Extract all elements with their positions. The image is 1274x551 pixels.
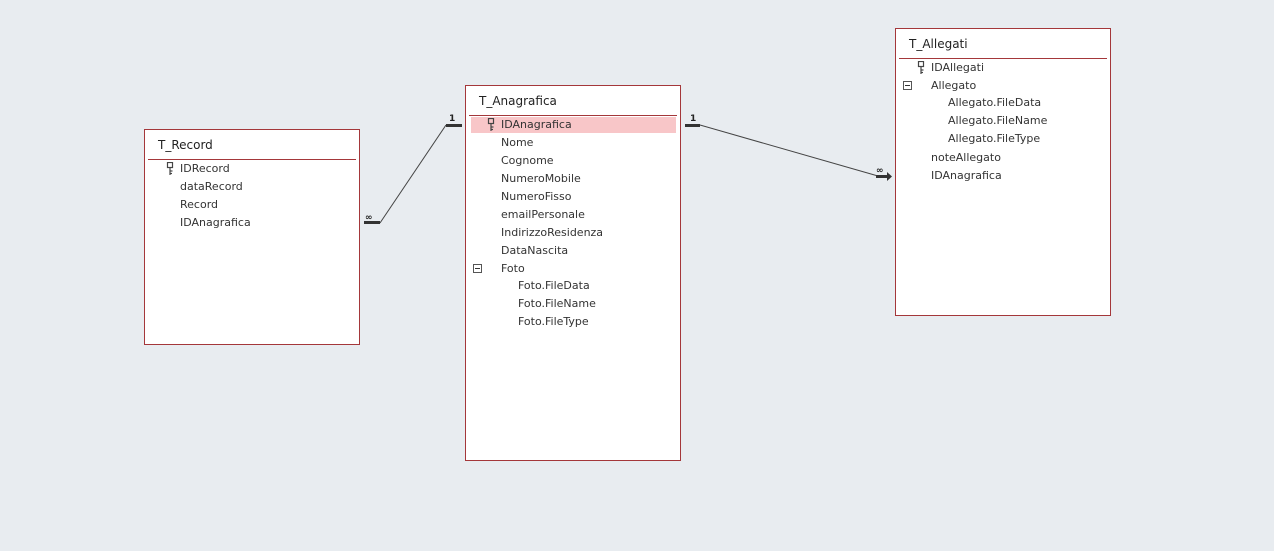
table-t-record[interactable]: T_Record IDRecord dataRecord Record IDAn… xyxy=(144,129,360,345)
field-foto-filedata[interactable]: Foto.FileData xyxy=(518,279,590,292)
collapse-icon[interactable] xyxy=(473,264,482,273)
table-title-divider xyxy=(469,115,677,116)
field-idanagrafica[interactable]: IDAnagrafica xyxy=(180,216,251,229)
field-foto-filename[interactable]: Foto.FileName xyxy=(518,297,596,310)
cardinality-many-record: ∞ xyxy=(365,213,373,223)
relationship-end-one xyxy=(446,124,462,127)
collapse-icon[interactable] xyxy=(903,81,912,90)
cardinality-one-anagrafica-right: 1 xyxy=(690,114,696,124)
table-title[interactable]: T_Record xyxy=(158,138,213,152)
field-idanagrafica[interactable]: IDAnagrafica xyxy=(501,118,572,131)
table-t-anagrafica[interactable]: T_Anagrafica IDAnagrafica Nome Cognome N… xyxy=(465,85,681,461)
field-foto[interactable]: Foto xyxy=(501,262,525,275)
primary-key-icon xyxy=(166,162,174,175)
table-title[interactable]: T_Allegati xyxy=(909,37,968,51)
field-idanagrafica[interactable]: IDAnagrafica xyxy=(931,169,1002,182)
relationship-line-anagrafica-allegati[interactable] xyxy=(699,124,879,177)
field-indirizzoresidenza[interactable]: IndirizzoResidenza xyxy=(501,226,604,239)
cardinality-one-anagrafica-left: 1 xyxy=(449,114,455,124)
field-allegato-filetype[interactable]: Allegato.FileType xyxy=(948,132,1041,145)
field-idrecord[interactable]: IDRecord xyxy=(180,162,230,175)
relationship-end-many xyxy=(876,175,888,178)
field-numerofisso[interactable]: NumeroFisso xyxy=(501,190,572,203)
field-allegato[interactable]: Allegato xyxy=(931,79,977,92)
relationship-end-one xyxy=(685,124,700,127)
relationship-arrow xyxy=(887,172,892,181)
cardinality-many-allegati: ∞ xyxy=(876,166,884,176)
field-foto-filetype[interactable]: Foto.FileType xyxy=(518,315,589,328)
relationship-line-record-anagrafica[interactable] xyxy=(379,124,447,224)
field-numeromobile[interactable]: NumeroMobile xyxy=(501,172,581,185)
relationship-end-many xyxy=(364,221,380,224)
field-record[interactable]: Record xyxy=(180,198,219,211)
table-t-allegati[interactable]: T_Allegati IDAllegati Allegato Allegato.… xyxy=(895,28,1111,316)
primary-key-icon xyxy=(917,61,925,74)
field-datarecord[interactable]: dataRecord xyxy=(180,180,243,193)
field-noteallegato[interactable]: noteAllegato xyxy=(931,151,1001,164)
field-emailpersonale[interactable]: emailPersonale xyxy=(501,208,585,221)
field-allegato-filedata[interactable]: Allegato.FileData xyxy=(948,96,1042,109)
field-allegato-filename[interactable]: Allegato.FileName xyxy=(948,114,1048,127)
primary-key-icon xyxy=(487,118,495,131)
field-cognome[interactable]: Cognome xyxy=(501,154,554,167)
table-title-divider xyxy=(148,159,356,160)
field-nome[interactable]: Nome xyxy=(501,136,534,149)
field-idanagrafica-selected[interactable] xyxy=(471,117,676,133)
table-title[interactable]: T_Anagrafica xyxy=(479,94,557,108)
field-idallegati[interactable]: IDAllegati xyxy=(931,61,985,74)
field-datanascita[interactable]: DataNascita xyxy=(501,244,569,257)
table-title-divider xyxy=(899,58,1107,59)
